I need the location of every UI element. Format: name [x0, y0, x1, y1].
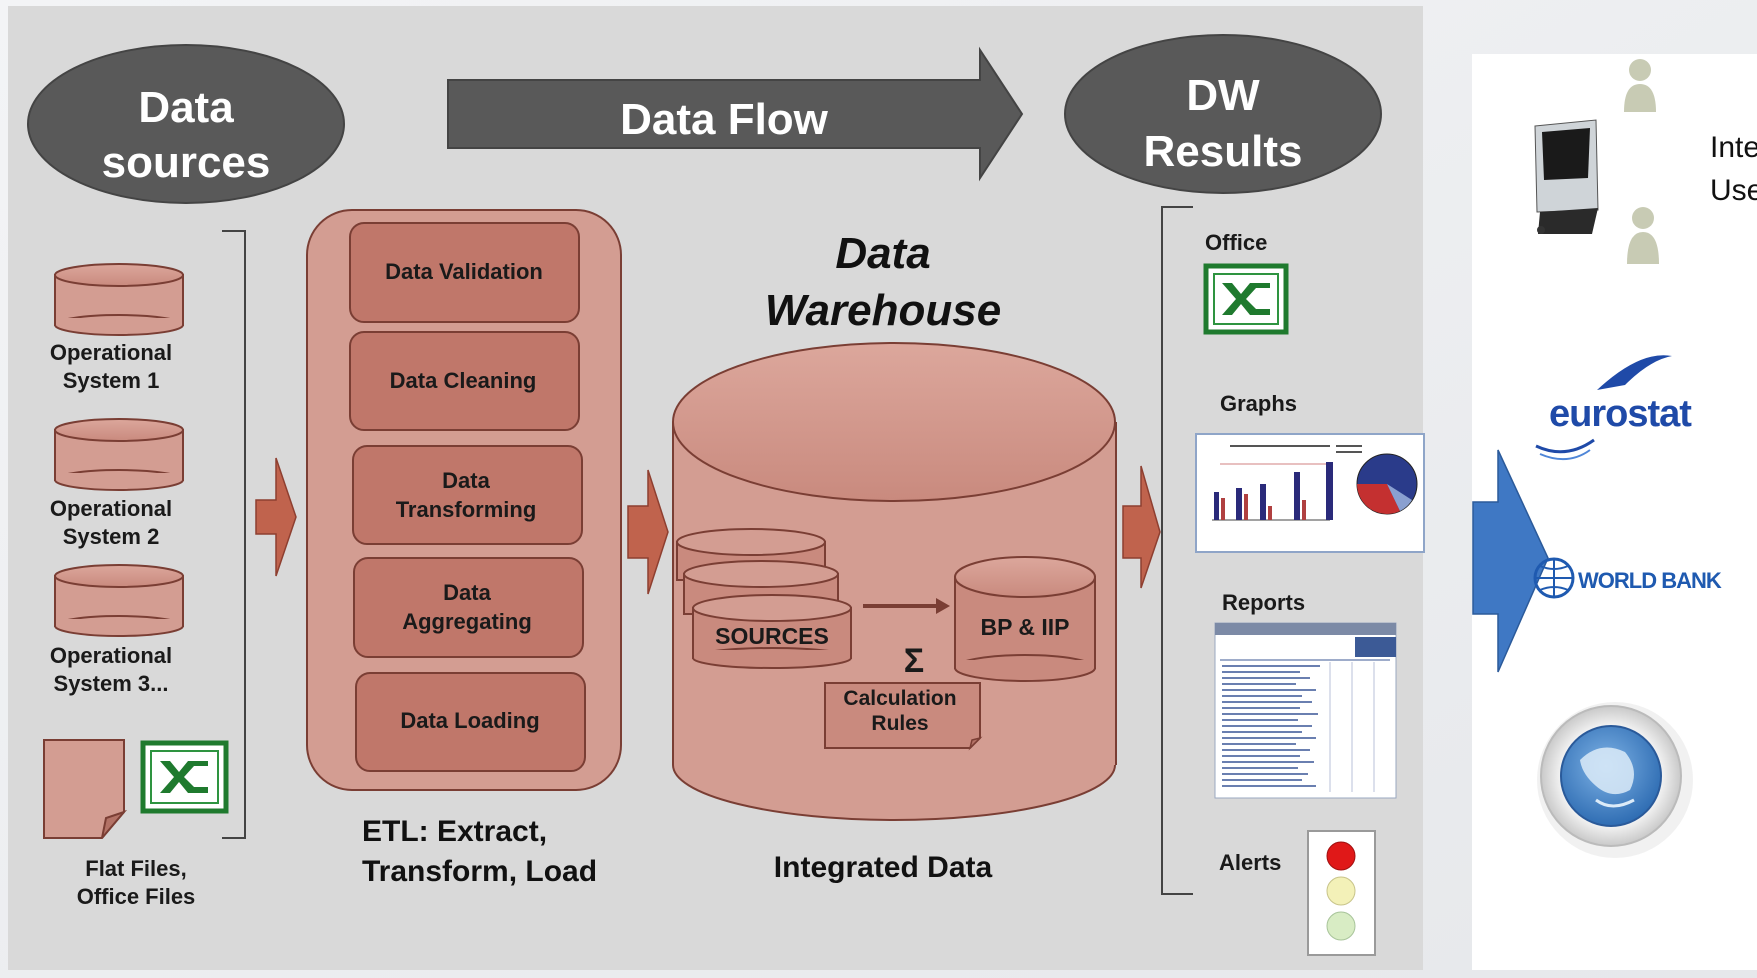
arrow-to-users [1472, 449, 1549, 673]
etl-step-label: Data Loading [400, 708, 539, 733]
op1-label-line2: System 1 [63, 368, 160, 393]
etl-step-box [355, 672, 586, 772]
rules-label-line2: Rules [871, 712, 928, 735]
office-label: Office [1205, 230, 1267, 255]
sigma-symbol: Σ [904, 642, 924, 680]
etl-step-label-line2: Aggregating [402, 609, 532, 634]
etl-caption-line2: Transform, Load [362, 855, 597, 888]
op1-cylinder-mask [56, 318, 182, 325]
office-excel-icon [1203, 263, 1289, 335]
office-file-excel-icon [140, 740, 229, 814]
op3-label-line1: Operational [50, 643, 172, 668]
warehouse-title-line2: Warehouse [765, 286, 1001, 335]
op3-cylinder-top [54, 564, 184, 588]
sources-title-ellipse [27, 44, 345, 204]
results-title-ellipse [1064, 34, 1382, 194]
etl-step-cleaning: Data Cleaning [349, 331, 580, 431]
eurostat-label: eurostat [1549, 393, 1692, 435]
results-bracket [1161, 206, 1193, 895]
op2-label-line1: Operational [50, 496, 172, 521]
sources-to-bp-arrow [863, 598, 950, 614]
data-flow-arrow: Data Flow [447, 46, 1024, 182]
arrow-into-etl [255, 457, 297, 577]
bp-iip-label: BP & IIP [980, 614, 1069, 640]
bp-iip-cylinder: BP & IIP [954, 556, 1096, 682]
calculation-rules-note: Calculation Rules [824, 682, 983, 751]
sources-title: Data sources [27, 44, 345, 204]
etl-step-loading: Data Loading [355, 672, 586, 772]
eurostat-logo: eurostat [1535, 355, 1693, 461]
etl-step-validation: Data Validation [349, 222, 580, 323]
sources-title-line1: Data [138, 83, 234, 132]
data-flow-arrow-shape [447, 46, 1024, 182]
arrow-into-results [1122, 465, 1161, 589]
sources-stack: SOURCES [676, 528, 852, 669]
users-label-line2: Use [1710, 174, 1757, 207]
op2-label-line2: System 2 [63, 524, 160, 549]
etl-caption-line1: ETL: Extract, [362, 815, 547, 848]
op2-cylinder-mask [56, 473, 182, 480]
etl-step-label: Data Cleaning [390, 368, 537, 393]
user-person-icon [1624, 59, 1656, 112]
sources-stack-label: SOURCES [715, 623, 829, 649]
users-label-line1: Inte [1710, 131, 1757, 164]
graphs-label: Graphs [1220, 391, 1297, 416]
arrow-into-warehouse [627, 469, 669, 595]
results-title-line2: Results [1144, 127, 1303, 176]
worldbank-logo: WORLD BANK [1533, 557, 1723, 599]
flat-files-label-line1: Flat Files, [85, 856, 186, 881]
flat-file-fold [101, 809, 128, 839]
etl-step-box [353, 557, 584, 658]
warehouse-top [672, 342, 1116, 502]
etl-step-transforming: Data Transforming [352, 445, 583, 545]
etl-step-label-line1: Data [443, 580, 491, 605]
reports-label: Reports [1222, 590, 1305, 615]
operational-system-1: Operational System 1 [50, 263, 184, 393]
etl-step-box [349, 331, 580, 431]
graphs-thumbnail [1195, 433, 1425, 553]
alerts-label: Alerts [1219, 850, 1281, 875]
user-person-icon [1627, 207, 1659, 264]
reports-thumbnail [1214, 622, 1397, 799]
operational-system-2: Operational System 2 [50, 418, 184, 549]
op3-label-line2: System 3... [54, 671, 169, 696]
sources-title-line2: sources [102, 138, 271, 187]
op1-cylinder-top [54, 263, 184, 287]
traffic-light-icon [1307, 830, 1376, 956]
etl-step-aggregating: Data Aggregating [353, 557, 584, 658]
results-title-line1: DW [1186, 71, 1260, 120]
etl-step-box [349, 222, 580, 323]
op2-cylinder-top [54, 418, 184, 442]
operational-system-3: Operational System 3... [50, 564, 184, 696]
data-flow-label: Data Flow [620, 95, 829, 144]
imf-seal-logo [1537, 702, 1693, 858]
etl-steps: Data Validation Data Cleaning Data Trans… [349, 222, 586, 772]
warehouse-caption: Integrated Data [774, 851, 993, 884]
op1-label-line1: Operational [50, 340, 172, 365]
rules-label-line1: Calculation [843, 687, 956, 710]
computer-terminal-icon [1534, 119, 1599, 234]
etl-step-label: Data Validation [385, 259, 543, 284]
results-title: DW Results [1064, 34, 1382, 194]
op3-cylinder-mask [56, 619, 182, 626]
flat-files-label-line2: Office Files [77, 884, 196, 909]
flat-files: Flat Files, Office Files [43, 739, 229, 909]
warehouse-title-line1: Data [835, 229, 930, 278]
worldbank-label: WORLD BANK [1578, 568, 1722, 593]
etl-step-box [352, 445, 583, 545]
etl-step-label-line1: Data [442, 468, 490, 493]
sources-bracket [222, 230, 246, 839]
etl-step-label-line2: Transforming [396, 497, 537, 522]
